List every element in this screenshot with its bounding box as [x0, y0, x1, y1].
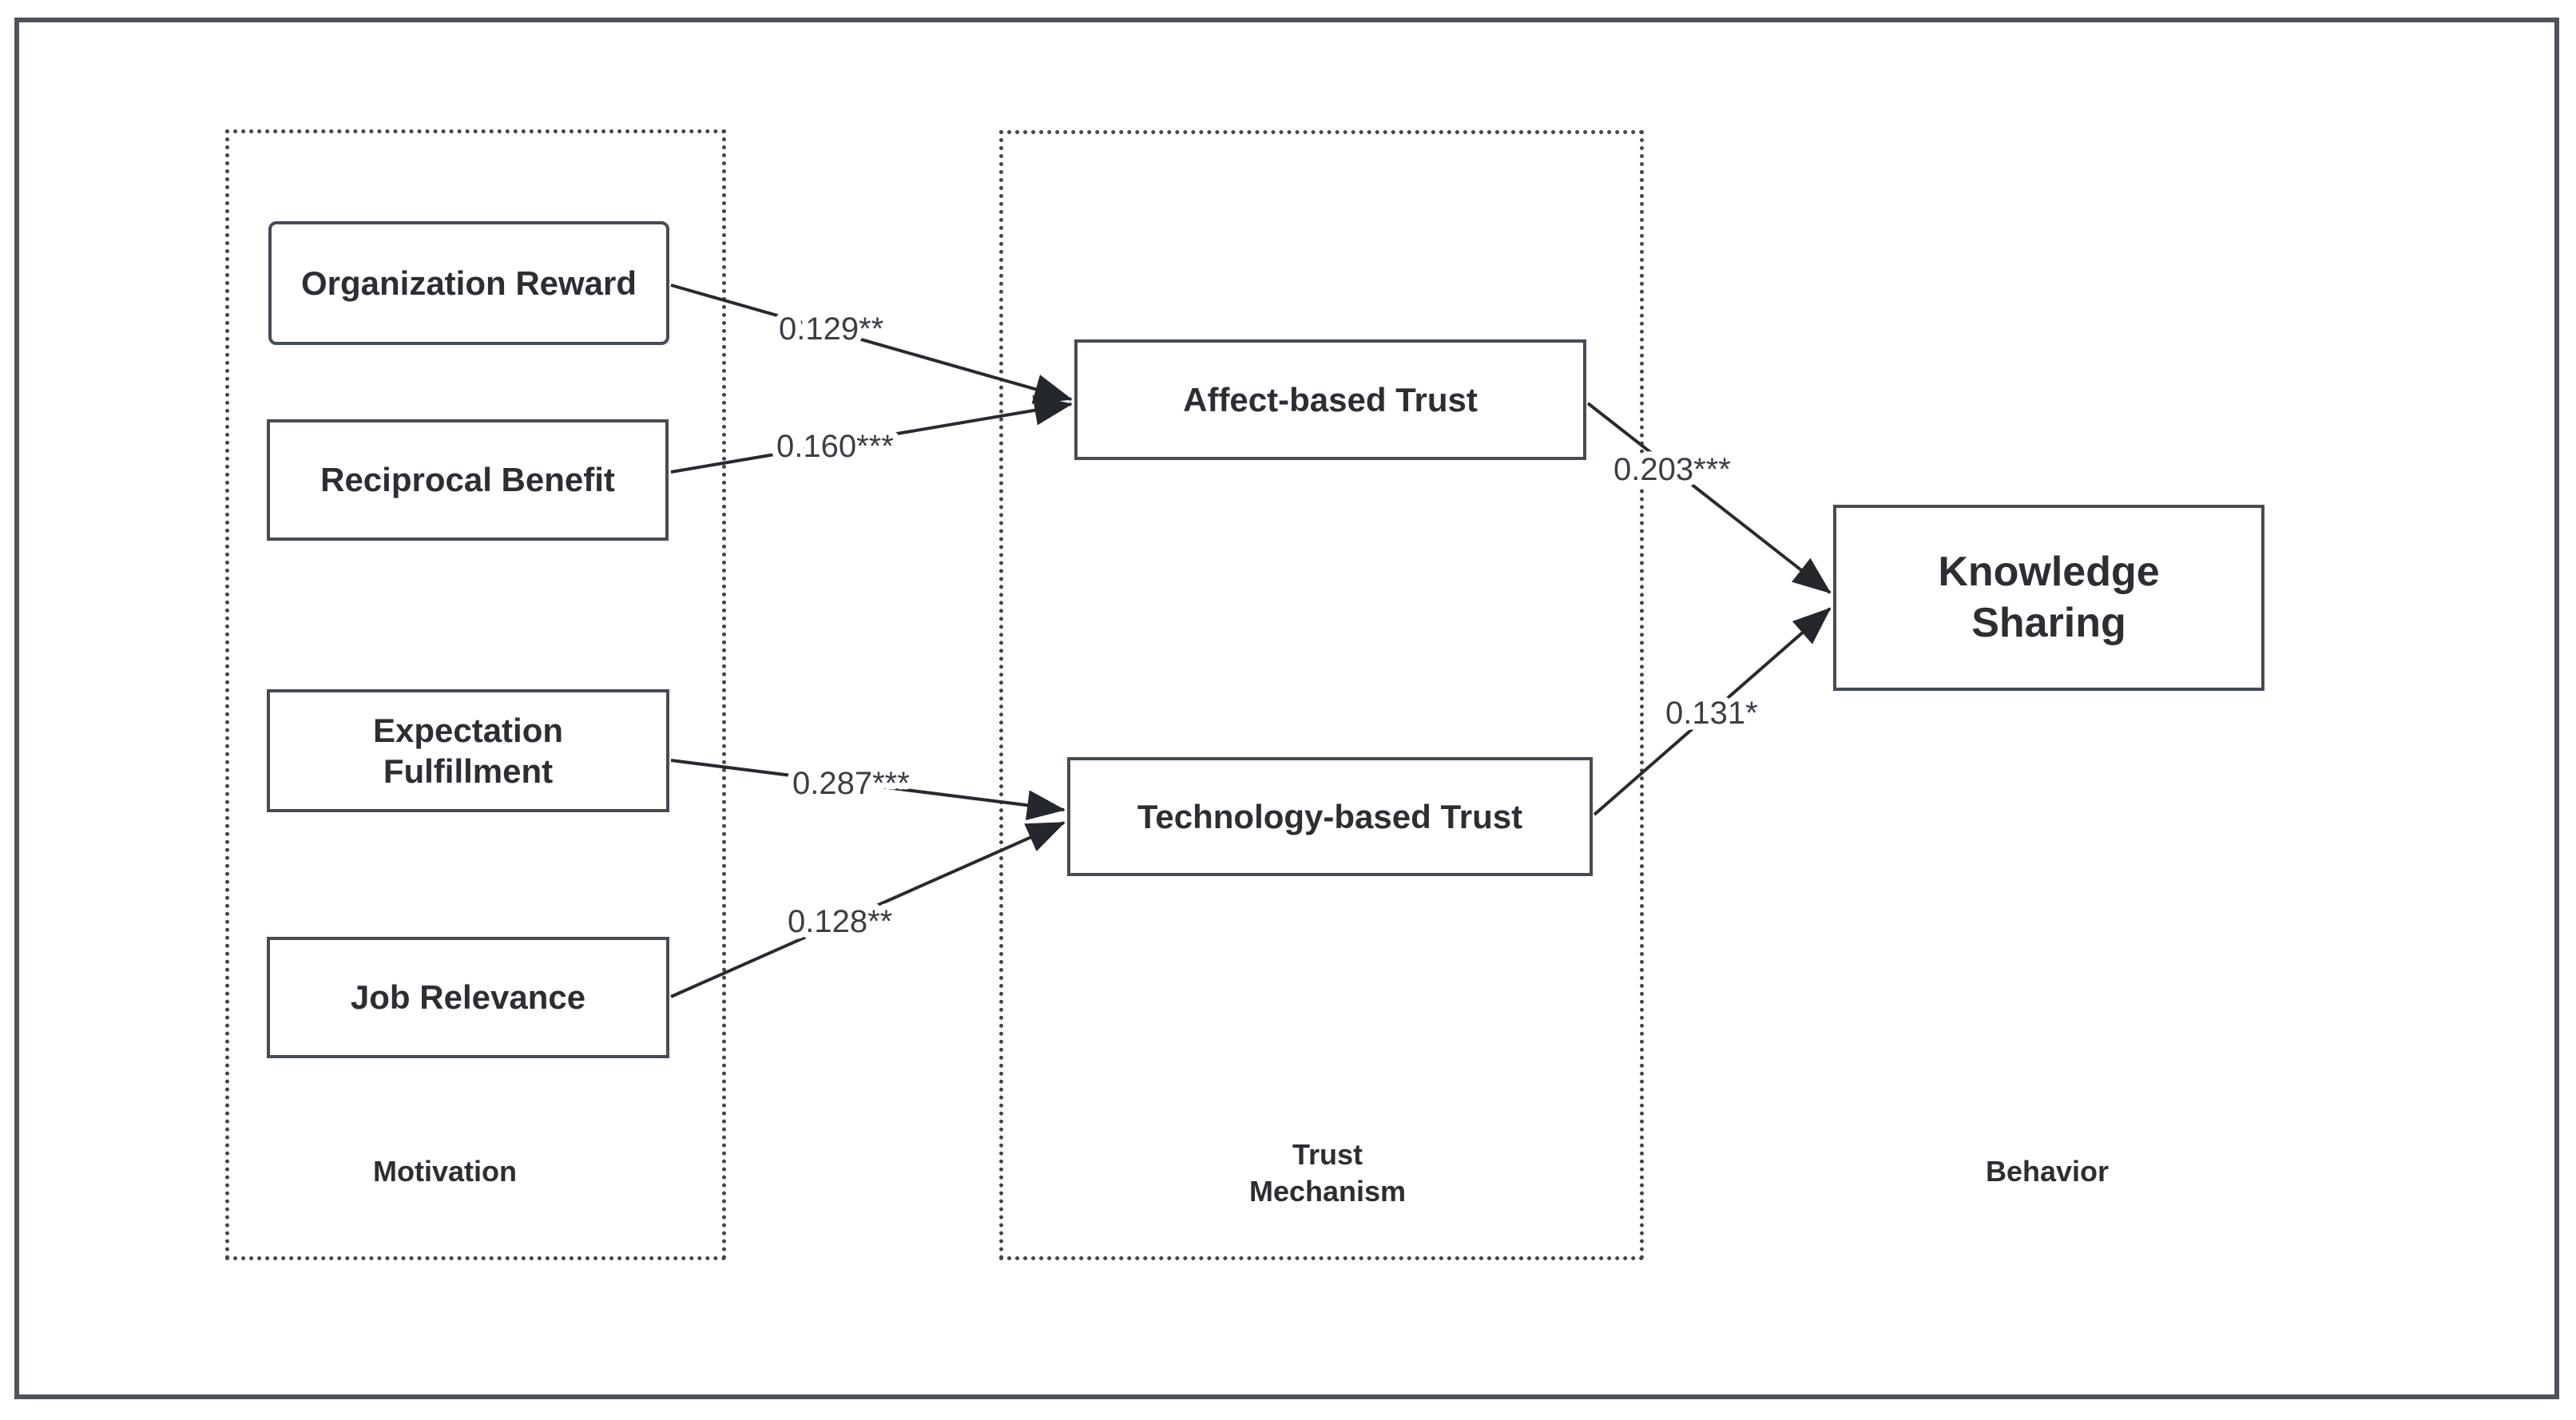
arrow-tech-trust-to-knowledge-sharing	[1593, 607, 1832, 816]
group-label-trust-mechanism: Trust Mechanism	[1248, 1137, 1407, 1208]
coefficient-affect-to-ks: 0.203***	[1613, 452, 1731, 487]
node-job-relevance-label: Job Relevance	[350, 978, 586, 1017]
node-knowledge-sharing-label: Knowledge Sharing	[1938, 549, 2160, 646]
group-box-motivation	[225, 129, 726, 1260]
group-box-trust-mechanism	[999, 130, 1644, 1260]
node-organization-reward-label: Organization Reward	[300, 264, 637, 302]
node-expectation-fulfillment-label: Expectation Fulfillment	[372, 711, 564, 790]
node-technology-based-trust: Technology-based Trust	[1067, 757, 1593, 876]
node-affect-based-trust: Affect-based Trust	[1074, 339, 1586, 460]
node-reciprocal-benefit: Reciprocal Benefit	[267, 419, 669, 541]
node-knowledge-sharing: Knowledge Sharing	[1833, 505, 2264, 691]
arrow-job-relevance-to-tech-trust	[670, 821, 1066, 998]
arrow-expectation-fulfillment-to-tech-trust	[670, 759, 1066, 821]
coefficient-org-to-affect: 0.129**	[779, 311, 883, 347]
coefficient-job-to-tech: 0.128**	[788, 904, 892, 939]
node-reciprocal-benefit-label: Reciprocal Benefit	[320, 461, 615, 499]
node-affect-based-trust-label: Affect-based Trust	[1183, 380, 1478, 418]
group-label-behavior: Behavior	[1985, 1154, 2110, 1188]
node-organization-reward: Organization Reward	[268, 221, 669, 345]
arrow-organization-reward-to-affect-trust	[670, 284, 1073, 404]
arrow-affect-trust-to-knowledge-sharing	[1586, 402, 1832, 594]
coefficient-expect-to-tech: 0.287***	[792, 766, 910, 801]
coefficient-recip-to-affect: 0.160***	[776, 429, 894, 464]
coefficient-tech-to-ks: 0.131*	[1665, 696, 1758, 731]
node-technology-based-trust-label: Technology-based Trust	[1137, 797, 1523, 835]
node-job-relevance: Job Relevance	[267, 937, 669, 1058]
arrow-reciprocal-benefit-to-affect-trust	[670, 395, 1073, 474]
node-expectation-fulfillment: Expectation Fulfillment	[267, 689, 669, 812]
group-label-motivation: Motivation	[373, 1154, 517, 1188]
